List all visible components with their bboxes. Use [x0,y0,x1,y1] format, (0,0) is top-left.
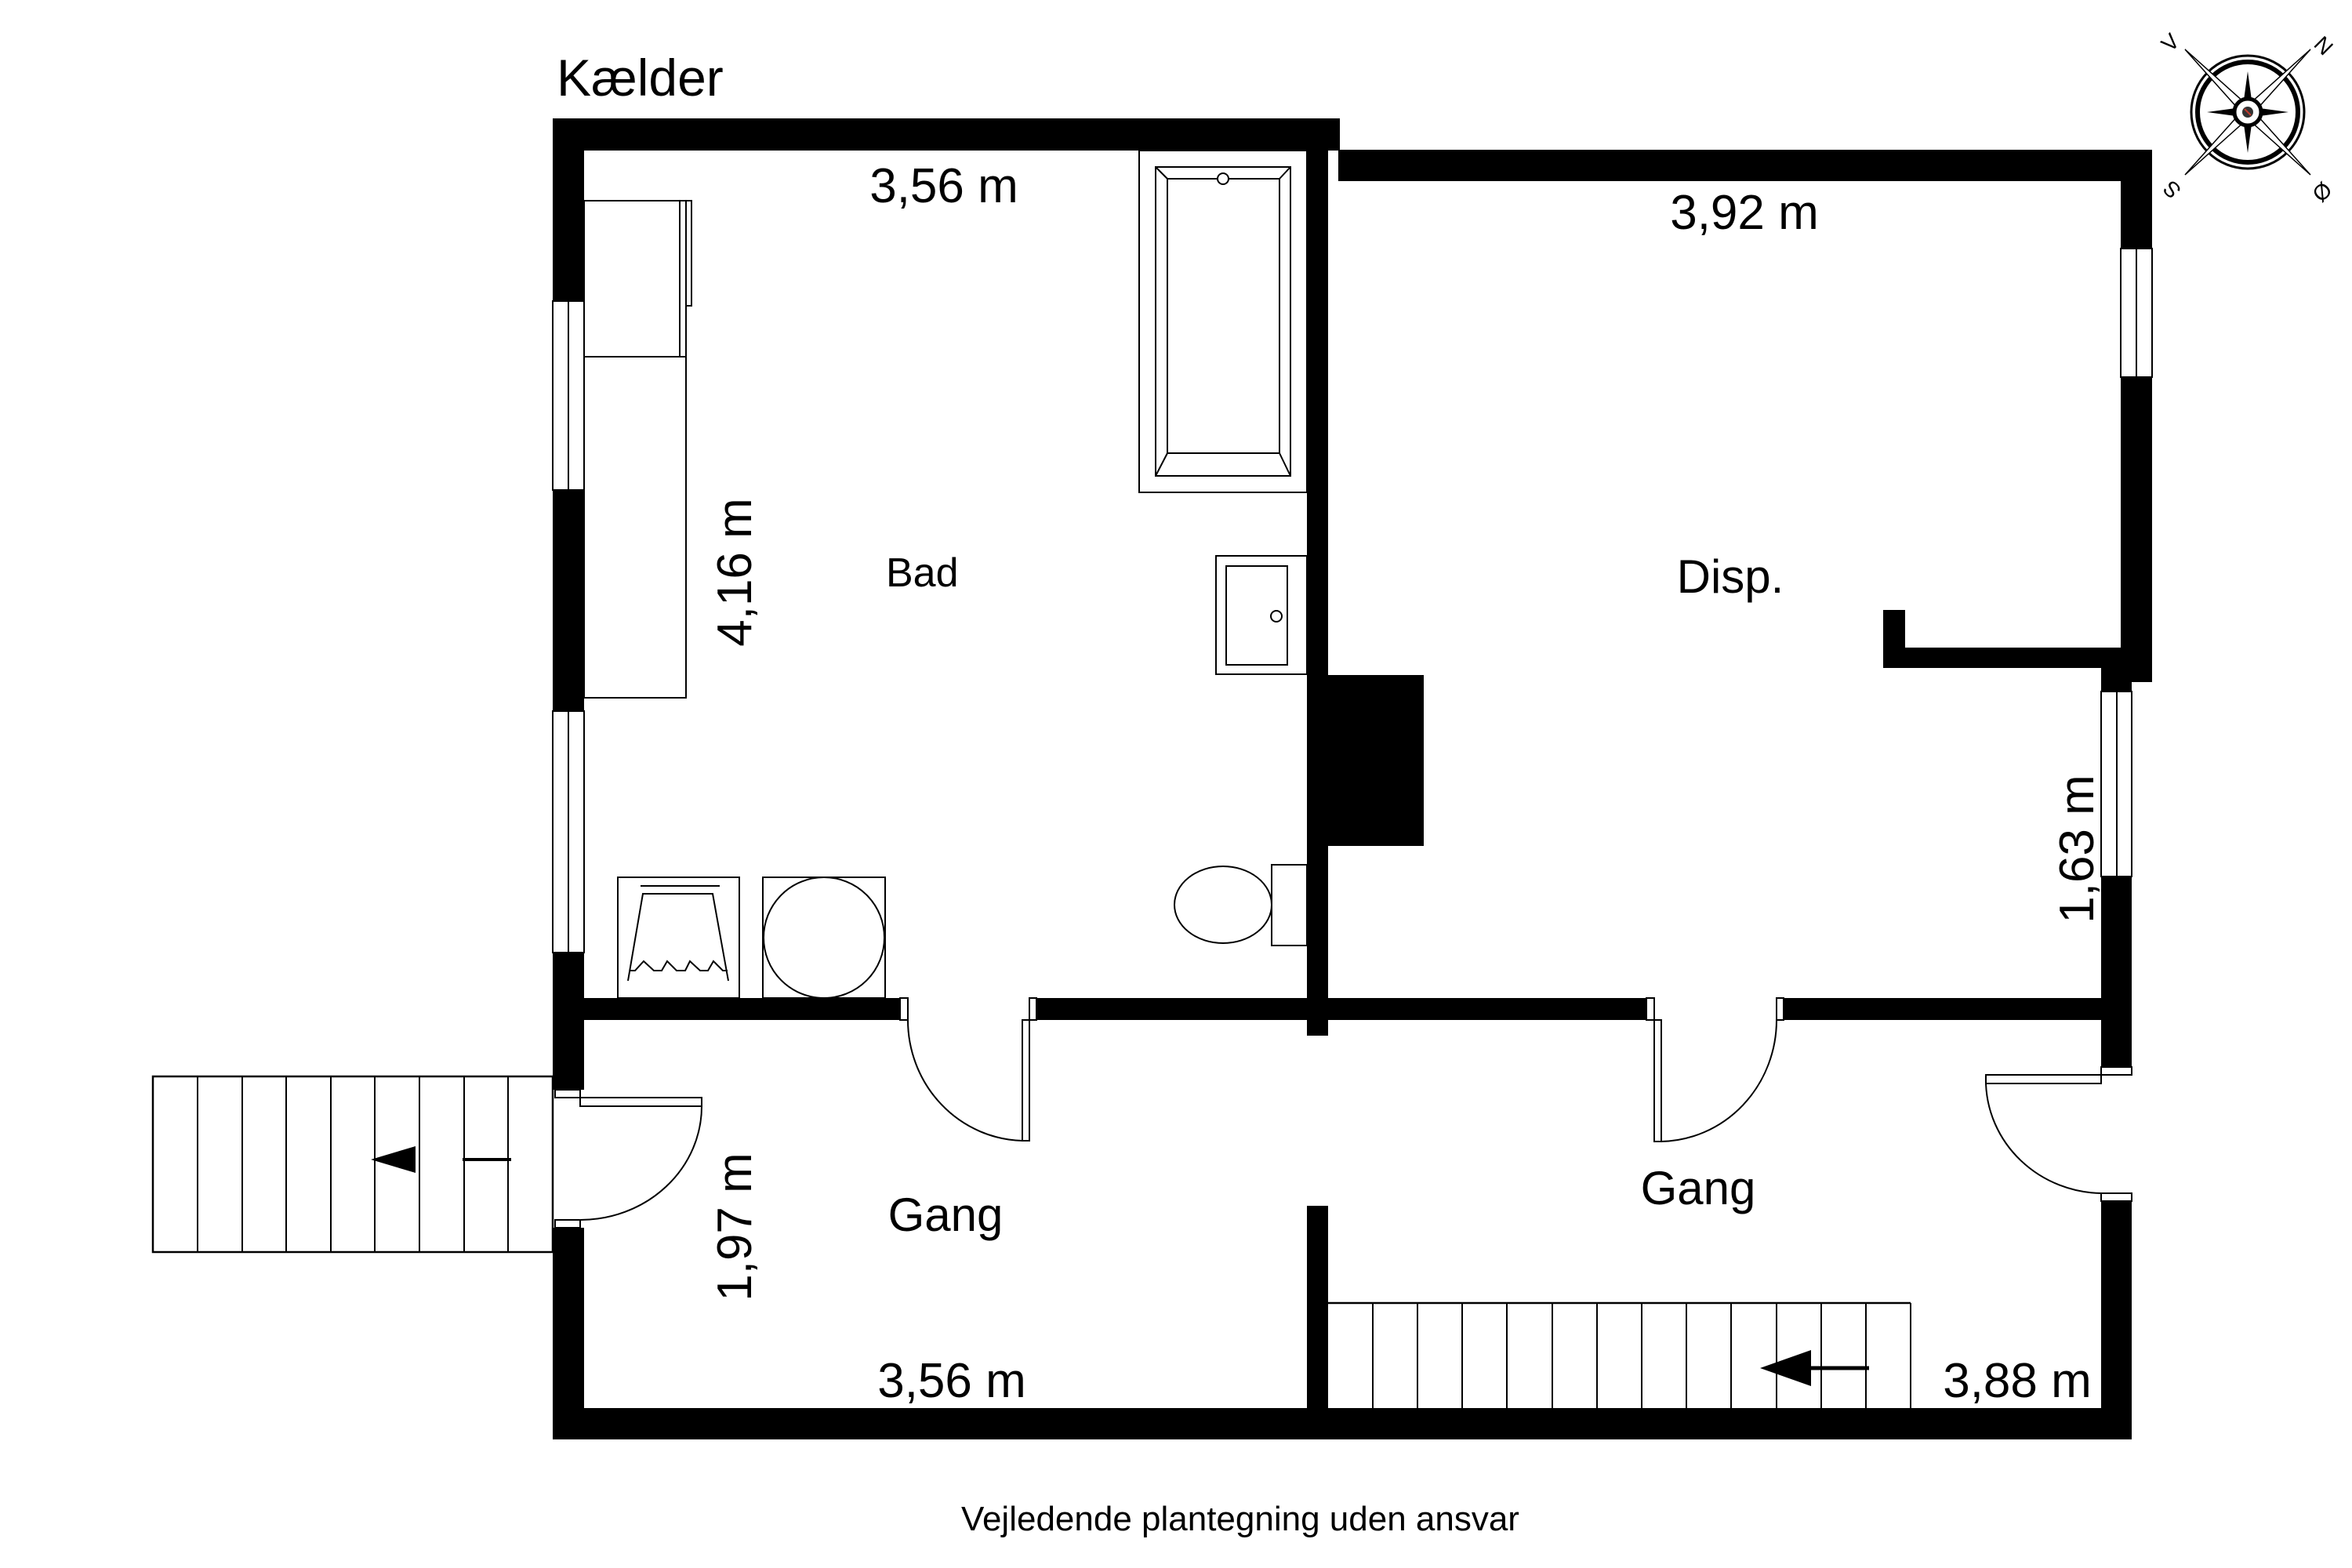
compass-rose-icon: V N S Ø [2157,28,2338,206]
door-disp [1646,997,1784,1142]
stairs-outside [151,1075,554,1254]
svg-text:S: S [2158,176,2186,203]
room-disp: Disp. 3,92 m 1,63 m [1670,186,2104,924]
dimension-width: 3,92 m [1670,186,1819,240]
toilet [1174,864,1308,946]
room-gang-left: Gang 3,56 m 1,97 m [708,1152,1026,1408]
washing-machine [762,877,886,999]
windows [552,248,2153,953]
sink [1215,555,1308,675]
room-gang-right: Gang 3,88 m [1641,1162,2092,1408]
dimension-width: 3,56 m [877,1354,1026,1408]
dimension-height: 1,63 m [2050,775,2104,924]
bathtub [1138,150,1308,493]
window-bad-lower [552,710,585,953]
arrow-left-icon [1760,1350,1869,1386]
window-gang-right [2100,691,2132,877]
walls [553,118,2152,1439]
footer-disclaimer: Vejledende plantegning uden ansvar [961,1500,1519,1538]
dimension-width: 3,88 m [1943,1354,2092,1408]
counter [583,200,692,699]
room-bad: Bad 3,56 m 4,16 m [708,159,1018,647]
window-disp [2120,248,2153,378]
svg-text:N: N [2310,31,2338,60]
svg-text:Ø: Ø [2307,177,2336,206]
floor-title: Kælder [557,49,724,107]
dimension-height: 1,97 m [708,1152,762,1301]
arrow-left-icon [371,1146,511,1173]
door-exterior-left [554,1089,702,1229]
room-label: Disp. [1677,550,1784,603]
room-label: Bad [886,550,959,596]
door-bad [899,997,1037,1142]
dimension-height: 4,16 m [708,498,762,647]
dimension-width: 3,56 m [869,159,1018,213]
dryer [617,877,740,999]
door-exterior-right [1985,1066,2132,1202]
window-bad-upper [552,300,585,491]
room-label: Gang [888,1189,1004,1241]
stairs-inside [1328,1301,1911,1408]
svg-text:V: V [2157,28,2184,56]
room-label: Gang [1641,1162,1756,1214]
